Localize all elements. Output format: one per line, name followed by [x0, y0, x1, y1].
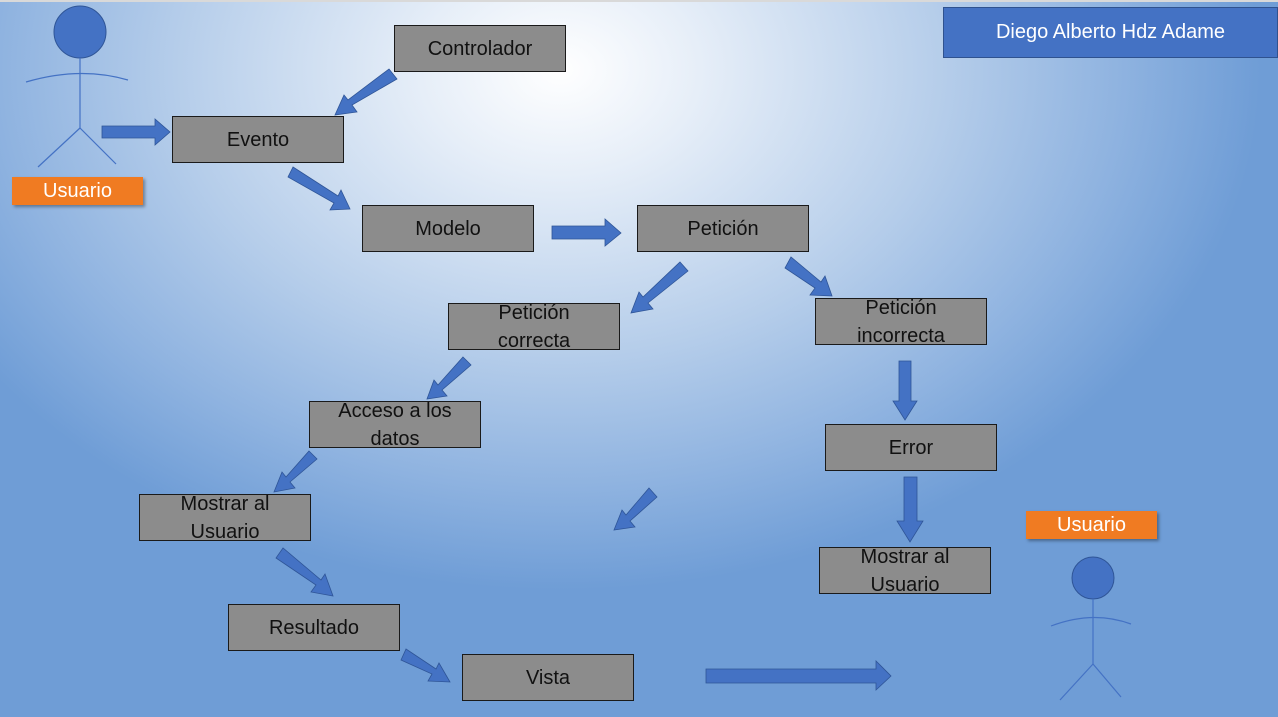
node-resultado: Resultado	[228, 604, 400, 651]
arrow-incorrecta-to-error-icon	[892, 360, 918, 421]
arrow-error-to-mostrar-icon	[896, 476, 924, 543]
user-end-badge: Usuario	[1026, 511, 1157, 539]
node-mostrar-usuario-left: Mostrar al Usuario	[139, 494, 311, 541]
node-modelo: Modelo	[362, 205, 534, 252]
node-error: Error	[825, 424, 997, 471]
author-title: Diego Alberto Hdz Adame	[943, 7, 1278, 58]
arrow-mostrar-to-resultado-icon	[275, 547, 334, 597]
arrow-correcta-to-acceso-icon	[426, 356, 472, 400]
node-vista: Vista	[462, 654, 634, 701]
top-border	[0, 0, 1278, 2]
arrow-controlador-to-evento-icon	[334, 68, 398, 116]
node-mostrar-usuario-right: Mostrar al Usuario	[819, 547, 991, 594]
arrow-peticion-to-correcta-icon	[630, 261, 689, 314]
node-controlador: Controlador	[394, 25, 566, 72]
arrow-evento-to-modelo-icon	[287, 166, 351, 211]
arrow-user-to-evento-icon	[101, 118, 171, 146]
node-evento: Evento	[172, 116, 344, 163]
node-peticion-correcta: Petición correcta	[448, 303, 620, 350]
user-start-badge: Usuario	[12, 177, 143, 205]
arrow-resultado-to-vista-icon	[400, 648, 451, 683]
node-acceso-datos: Acceso a los datos	[309, 401, 481, 448]
arrow-vista-to-user-icon	[705, 660, 892, 691]
node-peticion: Petición	[637, 205, 809, 252]
arrow-modelo-to-peticion-icon	[551, 218, 622, 247]
node-peticion-incorrecta: Petición incorrecta	[815, 298, 987, 345]
arrow-acceso-to-mostrar-icon	[273, 450, 318, 493]
arrow-peticion-to-incorrecta-icon	[784, 256, 833, 297]
user-end-figure-icon	[1050, 556, 1132, 701]
arrow-floating-icon	[613, 487, 658, 531]
user-start-figure-icon	[25, 5, 129, 168]
